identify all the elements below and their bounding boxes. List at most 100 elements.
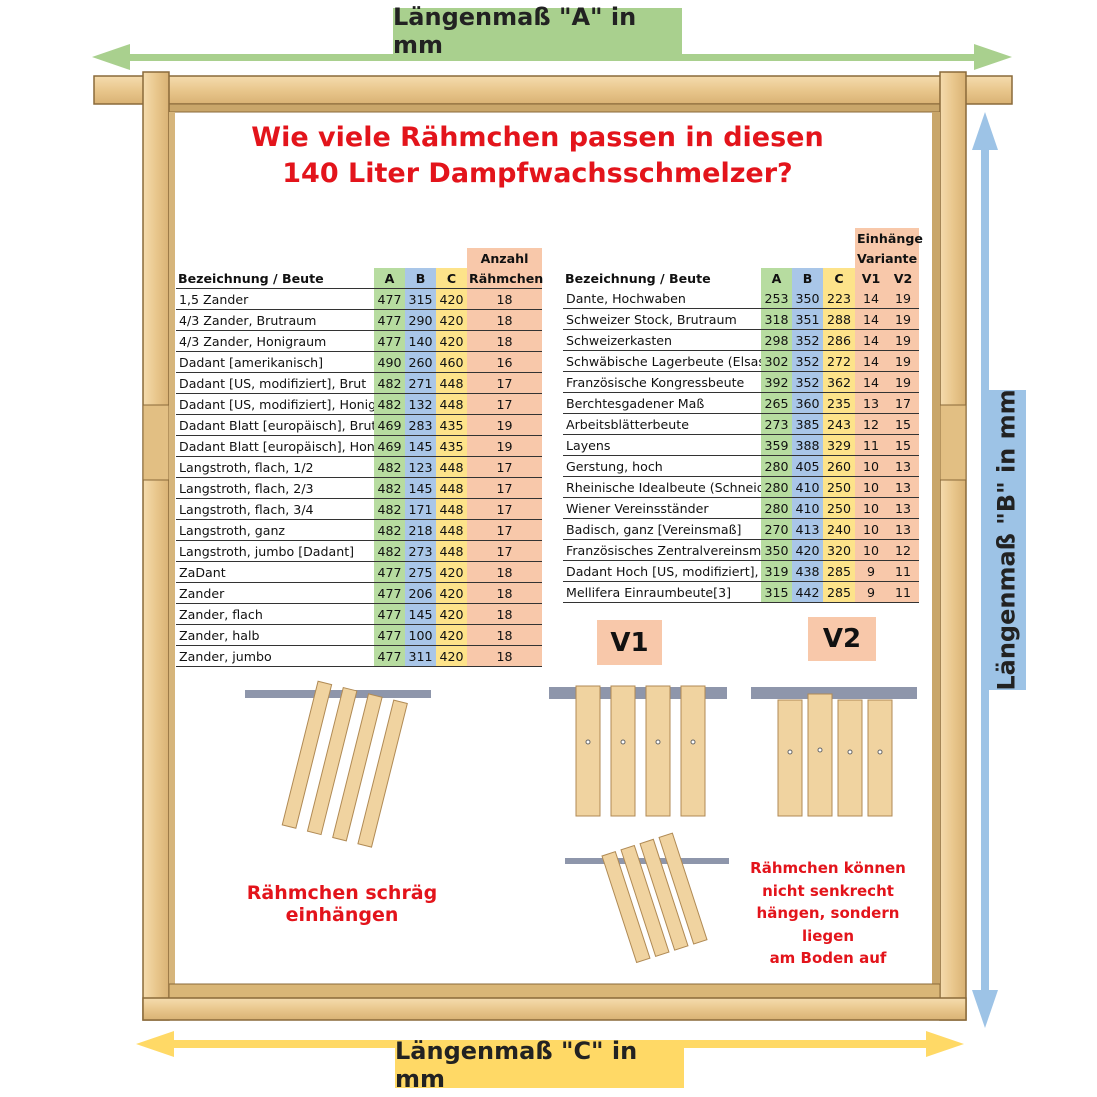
- right-cell-a: 359: [761, 434, 792, 456]
- right-cell-a: 273: [761, 413, 792, 435]
- left-header-top: Anzahl: [176, 248, 542, 268]
- left-cell-name: Langstroth, ganz: [176, 519, 374, 541]
- right-header-mid: Variante: [563, 248, 919, 268]
- left-cell-name: Zander, halb: [176, 624, 374, 646]
- right-cell-v2: 13: [887, 476, 919, 498]
- left-table: Anzahl Bezeichnung / Beute A B C Rähmche…: [176, 248, 543, 667]
- right-cell-name: Mellifera Einraumbeute[3]: [563, 581, 761, 603]
- left-cell-b: 290: [405, 309, 436, 331]
- note-slanted: Rähmchen schräg einhängen: [246, 882, 438, 926]
- left-cell-b: 260: [405, 351, 436, 373]
- left-cell-b: 171: [405, 498, 436, 520]
- left-cell-name: Zander, jumbo: [176, 645, 374, 667]
- left-cell-b: 271: [405, 372, 436, 394]
- right-cell-c: 320: [823, 539, 855, 561]
- right-cell-b: 352: [792, 329, 823, 351]
- left-cell-b: 140: [405, 330, 436, 352]
- right-cell-a: 253: [761, 288, 792, 309]
- right-cell-a: 392: [761, 371, 792, 393]
- left-cell-c: 448: [436, 393, 467, 415]
- right-cell-v1: 14: [855, 350, 887, 372]
- left-cell-b: 145: [405, 603, 436, 625]
- left-cell-c: 420: [436, 561, 467, 583]
- left-cell-c: 420: [436, 603, 467, 625]
- left-cell-c: 420: [436, 624, 467, 646]
- left-header: Bezeichnung / Beute A B C Rähmchen: [176, 268, 543, 289]
- right-cell-v1: 10: [855, 497, 887, 519]
- right-cell-name: Gerstung, hoch: [563, 455, 761, 477]
- left-cell-n: 17: [467, 498, 542, 520]
- left-cell-a: 482: [374, 372, 405, 394]
- left-cell-n: 18: [467, 288, 542, 310]
- right-cell-v2: 15: [887, 434, 919, 456]
- left-cell-name: ZaDant: [176, 561, 374, 583]
- right-cell-v2: 11: [887, 581, 919, 603]
- left-header-b: B: [405, 268, 436, 289]
- right-cell-c: 223: [823, 288, 855, 309]
- left-cell-n: 17: [467, 540, 542, 562]
- right-cell-b: 410: [792, 497, 823, 519]
- left-cell-n: 17: [467, 372, 542, 394]
- right-cell-b: 442: [792, 581, 823, 603]
- left-cell-name: 1,5 Zander: [176, 288, 374, 310]
- arrow-b: [972, 112, 998, 1028]
- right-cell-c: 285: [823, 581, 855, 603]
- right-cell-v1: 13: [855, 392, 887, 414]
- note-bottom: Rähmchen können nicht senkrecht hängen, …: [728, 857, 928, 970]
- left-cell-a: 477: [374, 645, 405, 667]
- label-b: Längenmaß "B" in mm: [988, 389, 1026, 691]
- left-cell-c: 448: [436, 372, 467, 394]
- left-cell-a: 482: [374, 540, 405, 562]
- left-cell-n: 17: [467, 477, 542, 499]
- right-cell-v1: 14: [855, 288, 887, 309]
- right-cell-b: 352: [792, 350, 823, 372]
- arrow-a: [92, 44, 1012, 70]
- right-cell-c: 272: [823, 350, 855, 372]
- right-header-group: Variante: [855, 248, 919, 268]
- variant-v2-label: V2: [808, 617, 876, 661]
- v2-illustration: [751, 687, 917, 817]
- left-cell-c: 420: [436, 330, 467, 352]
- left-cell-a: 469: [374, 435, 405, 457]
- right-cell-v2: 15: [887, 413, 919, 435]
- left-cell-b: 283: [405, 414, 436, 436]
- right-cell-a: 280: [761, 476, 792, 498]
- left-cell-b: 273: [405, 540, 436, 562]
- right-cell-name: Französische Kongressbeute: [563, 371, 761, 393]
- left-cell-c: 420: [436, 645, 467, 667]
- left-cell-n: 17: [467, 393, 542, 415]
- left-cell-n: 19: [467, 435, 542, 457]
- right-cell-v1: 10: [855, 539, 887, 561]
- left-cell-b: 145: [405, 435, 436, 457]
- left-cell-n: 18: [467, 645, 542, 667]
- right-header-top: Einhänge: [563, 228, 923, 248]
- left-cell-a: 482: [374, 477, 405, 499]
- right-cell-v2: 19: [887, 288, 919, 309]
- right-cell-v1: 12: [855, 413, 887, 435]
- left-cell-c: 420: [436, 309, 467, 331]
- left-cell-c: 435: [436, 435, 467, 457]
- right-cell-a: 302: [761, 350, 792, 372]
- left-cell-b: 132: [405, 393, 436, 415]
- slanted-frames-illustration: [245, 680, 431, 848]
- left-cell-name: Langstroth, flach, 3/4: [176, 498, 374, 520]
- right-header-c: C: [823, 268, 855, 288]
- right-cell-name: Arbeitsblätterbeute: [563, 413, 761, 435]
- left-cell-a: 477: [374, 603, 405, 625]
